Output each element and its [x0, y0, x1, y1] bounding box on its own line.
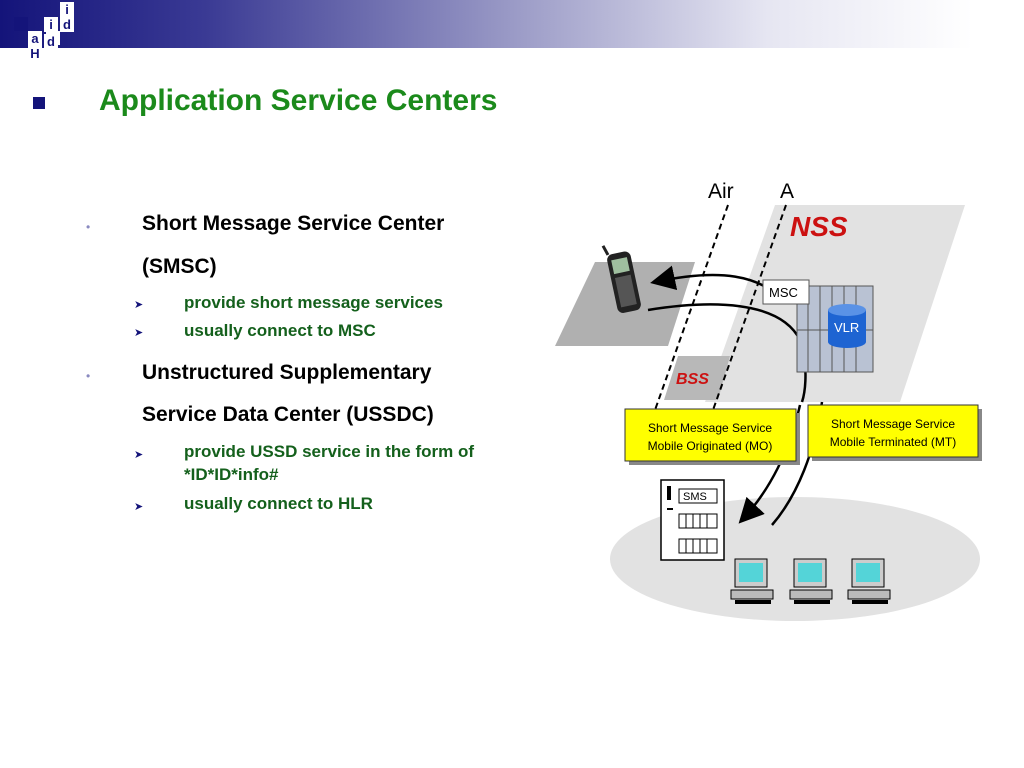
- a-label: A: [780, 180, 794, 203]
- vlr-label: VLR: [834, 320, 859, 335]
- bullet-1-line-1: Short Message Service Center: [142, 212, 445, 235]
- phone-to-msc-curve: [647, 303, 807, 403]
- mo-box-line-1: Short Message Service: [648, 421, 772, 435]
- slide-title: Application Service Centers: [99, 84, 498, 117]
- msc-label: MSC: [769, 285, 798, 300]
- msc-label-box: [762, 279, 810, 305]
- logo-letter: d: [60, 17, 74, 32]
- logo-letter: H: [28, 46, 42, 61]
- bullet-dot-icon: •: [86, 220, 91, 234]
- mt-box-line-1: Short Message Service: [831, 417, 955, 431]
- mobile-phone-icon: [601, 245, 641, 313]
- sms-server-icon: [660, 479, 725, 561]
- logo-letter: a: [28, 31, 42, 46]
- bullet-2-sub-1: provide USSD service in the form of: [184, 442, 475, 461]
- logo-letter: d: [44, 34, 58, 49]
- mo-box: [624, 408, 797, 462]
- bullet-1-sub-2: usually connect to MSC: [184, 321, 376, 340]
- logo-letter: i: [60, 2, 74, 17]
- mt-box-line-2: Mobile Terminated (MT): [830, 435, 956, 449]
- sub-bullet-arrow-icon: ➤: [134, 501, 144, 513]
- sub-bullet-arrow-icon: ➤: [134, 327, 144, 339]
- bss-block: [664, 356, 730, 400]
- bullet-1-sub-1: provide short message services: [184, 293, 443, 312]
- nss-label: NSS: [790, 211, 848, 242]
- air-interface-line: [654, 204, 729, 411]
- terminal-icon: [789, 558, 833, 604]
- bullet-2-line-2: Service Data Center (USSDC): [142, 403, 434, 426]
- bss-label: BSS: [676, 371, 709, 388]
- sub-bullet-arrow-icon: ➤: [134, 449, 144, 461]
- air-label: Air: [708, 180, 734, 203]
- a-interface-line: [712, 204, 787, 411]
- sms-label: SMS: [683, 491, 707, 503]
- mt-box: [807, 404, 979, 458]
- title-bullet-icon: [33, 97, 45, 109]
- logo-square: [14, 17, 28, 31]
- mo-box-line-2: Mobile Originated (MO): [648, 439, 773, 453]
- vlr-database-icon: [828, 304, 866, 348]
- terminal-icon: [730, 558, 774, 604]
- logo-letter: i: [44, 17, 58, 32]
- terminal-icon: [847, 558, 891, 604]
- bullet-dot-icon: •: [86, 369, 91, 383]
- bullet-2-sub-1-cont: *ID*ID*info#: [184, 465, 279, 484]
- bullet-1-line-2: (SMSC): [142, 255, 217, 278]
- bullet-2-sub-2: usually connect to HLR: [184, 494, 373, 513]
- logo: i d a i d H: [0, 0, 80, 62]
- sub-bullet-arrow-icon: ➤: [134, 299, 144, 311]
- title-bar-gradient: [0, 0, 1024, 48]
- bullet-2-line-1: Unstructured Supplementary: [142, 361, 432, 384]
